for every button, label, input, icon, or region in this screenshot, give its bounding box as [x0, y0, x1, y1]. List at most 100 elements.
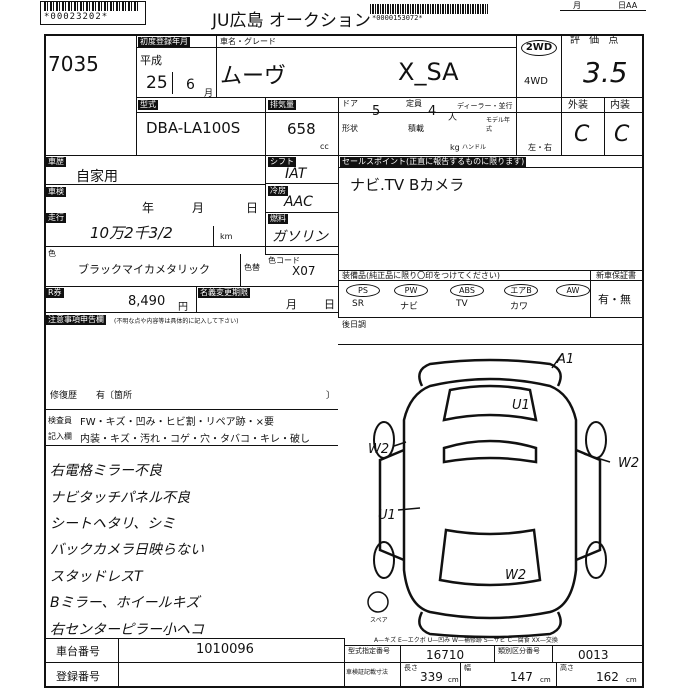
name-change-month: 月	[286, 298, 297, 311]
dims-label: 車検証記載寸法	[346, 669, 389, 676]
lot-area-line	[44, 34, 137, 156]
equipment-item-label: SR	[352, 299, 364, 309]
equipment-mark: ABS	[450, 284, 484, 297]
wheels	[373, 421, 607, 579]
type-value: DBA-LA100S	[146, 119, 241, 137]
doors-value: 5	[372, 104, 381, 119]
height-label: 高さ	[560, 664, 574, 672]
top-code-box	[40, 1, 146, 25]
load-unit: kg	[450, 143, 460, 152]
inspection-year: 年	[142, 201, 155, 215]
car-outline	[378, 358, 602, 639]
date-box	[560, 0, 646, 11]
chassis-label: 車台番号	[56, 645, 100, 658]
width-label: 幅	[464, 664, 471, 672]
color-change-label: 色替	[244, 263, 260, 272]
recycle-value: 8,490	[128, 294, 166, 309]
shift-value: IAT	[285, 166, 307, 182]
interior-entry-label: 記入欄	[48, 432, 72, 441]
shift-label: シフト	[268, 157, 296, 167]
date-day-label: 日AA	[618, 1, 638, 10]
equipment-mark: エアB	[504, 284, 538, 297]
handle-label: ハンドル	[462, 144, 487, 151]
handle-value: 左・右	[528, 143, 552, 152]
registration-month: 6	[186, 77, 195, 93]
interior-grade-value: C	[614, 122, 630, 147]
aircon-value: AAC	[284, 194, 313, 210]
spare-label: スペア	[370, 617, 388, 624]
inspector-note: スタッドレスT	[50, 569, 143, 585]
color-code-label: 色コード	[268, 256, 300, 265]
inspector-note: Bミラー、ホイールキズ	[50, 595, 200, 611]
top-code: *00023202*	[44, 12, 109, 22]
inspection-label: 車検	[46, 187, 66, 197]
date-month-label: 月	[573, 1, 581, 10]
repair-close: 〕	[326, 391, 336, 401]
capacity-label: 定員	[406, 99, 422, 108]
venue-barcode-digits: *0000153072*	[372, 14, 423, 22]
fuel-label: 燃料	[268, 214, 288, 224]
dealer-label: ディーラー・並行	[457, 102, 513, 110]
shape-label: 形状	[342, 124, 358, 133]
cert-no-value: 16710	[426, 648, 465, 662]
rear-right-label: 後日調	[342, 320, 366, 329]
height-value: 162	[596, 670, 619, 684]
mark-w2-rear: W2	[505, 568, 527, 583]
equipment-mark: PW	[394, 284, 428, 297]
interior-grade-label: 内装	[610, 100, 630, 111]
displacement-unit: cc	[320, 142, 329, 151]
doors-label: ドア	[342, 99, 358, 108]
damage-legend: A—キズ E—エクボ U—凹み W—補修跡 S—サビ C—腐食 XX—交換	[374, 637, 558, 644]
type-label: 型式	[138, 100, 158, 110]
length-value: 339	[420, 670, 443, 684]
equipment-mark: PS	[346, 284, 380, 297]
model-year-label: モデル年式	[486, 117, 511, 133]
warranty-value: 有・無	[598, 293, 631, 306]
aircon-label: 冷房	[268, 186, 288, 196]
cert-no-label: 型式指定番号	[348, 647, 390, 655]
inspector-note: ナビタッチパネル不良	[50, 490, 190, 506]
model-label: 車名・グレード	[220, 37, 276, 46]
registration-label: 初度登録年月	[138, 37, 190, 47]
drive-2wd-circled: 2WD	[521, 40, 557, 56]
score-value: 3.5	[583, 56, 628, 89]
recycle-unit: 円	[178, 302, 188, 313]
mark-line-w2-left	[393, 441, 407, 447]
width-unit: cm	[540, 676, 551, 684]
color-code-value: X07	[292, 264, 316, 278]
interior-entry-text: 内装・キズ・汚れ・コゲ・穴・タバコ・キレ・破し	[80, 434, 310, 445]
mark-line-a1	[551, 353, 563, 369]
reg-no-label: 登録番号	[56, 670, 100, 683]
length-unit: cm	[448, 676, 459, 684]
venue-title: JU広島 オークション	[212, 11, 371, 31]
capacity-unit: 人	[448, 113, 458, 123]
warranty-label: 新車保証書	[596, 271, 636, 280]
repair-value: 有〔箇所	[96, 391, 133, 401]
displacement-value: 658	[287, 120, 316, 138]
car-diagram	[367, 353, 611, 639]
exterior-grade-label: 外装	[568, 100, 588, 111]
inspection-day: 日	[246, 201, 259, 215]
spare-tire-icon	[367, 591, 389, 613]
damage-check-label: 検査員	[48, 416, 72, 425]
recycle-label: R券	[46, 288, 64, 298]
color-label: 色	[48, 249, 56, 258]
sales-point-label: セールスポイント(正直に報告するものに限ります)	[340, 157, 527, 167]
equipment-item-label: ナビ	[400, 302, 419, 312]
inspection-month: 月	[192, 201, 205, 215]
mark-line-u1-left	[397, 507, 421, 511]
displacement-label: 排気量	[268, 100, 296, 110]
registration-year: 25	[146, 73, 168, 93]
inspector-note: バックカメラ日映らない	[50, 542, 204, 558]
inspector-note: シートヘタリ、シミ	[50, 516, 176, 532]
model-name: ムーヴ	[220, 64, 287, 89]
mark-a1: A1	[557, 352, 575, 367]
height-unit: cm	[626, 676, 637, 684]
mark-w2-left: W2	[368, 442, 390, 457]
class-no-value: 0013	[578, 648, 609, 662]
history-value: 自家用	[76, 169, 118, 185]
load-label: 積載	[408, 124, 424, 133]
repair-label: 修復歴	[50, 391, 78, 401]
width-value: 147	[510, 670, 533, 684]
sales-point-value: ナビ.TV Bカメラ	[350, 176, 465, 194]
